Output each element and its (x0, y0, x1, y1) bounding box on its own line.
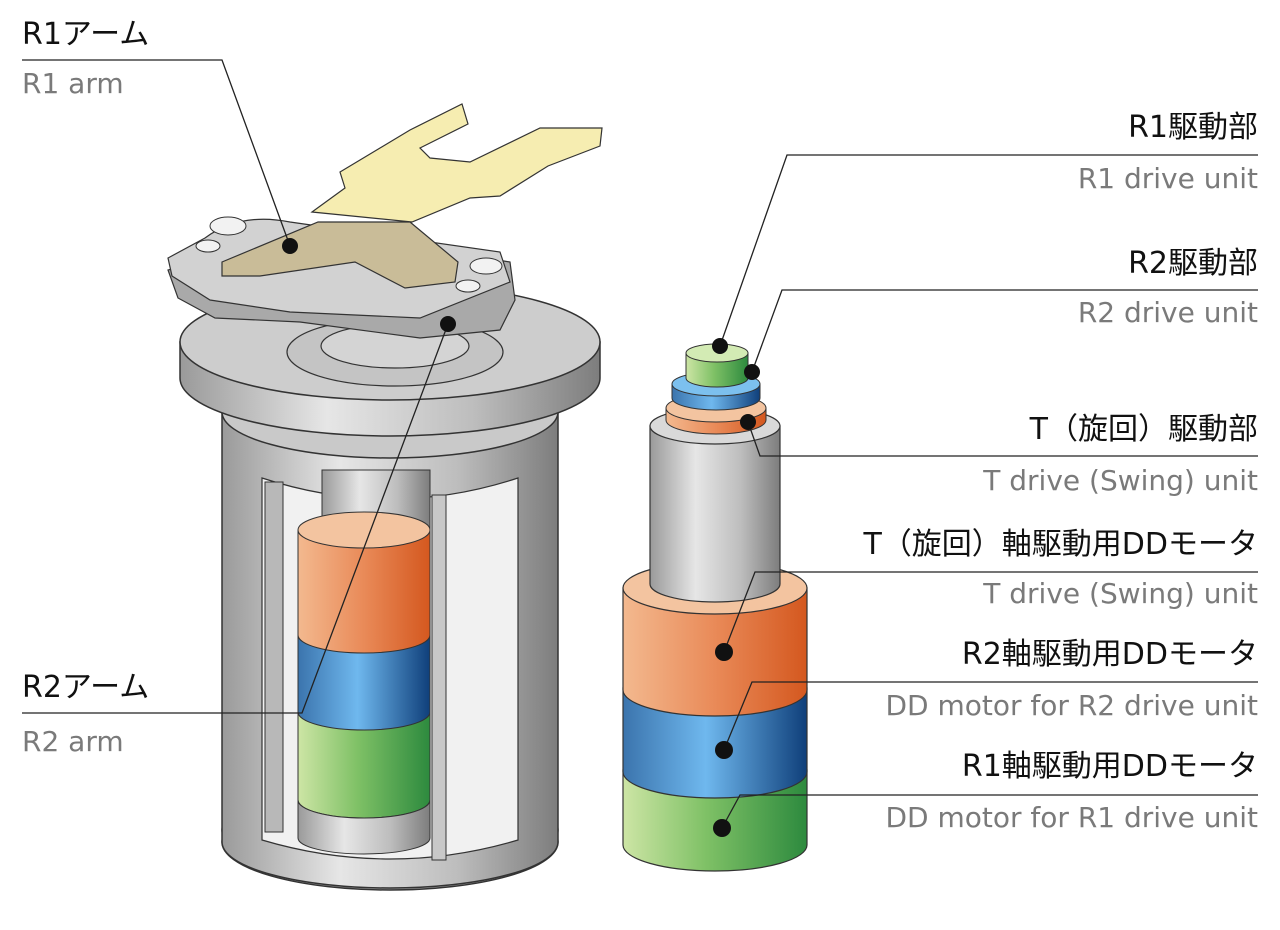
dot-r2-arm (440, 316, 456, 332)
label-r2-arm-en: R2 arm (22, 725, 124, 758)
label-r2-arm-jp: R2アーム (22, 670, 150, 705)
dot-r1-arm (282, 238, 298, 254)
label-t-motor-jp: T（旋回）軸駆動用DDモータ (863, 527, 1258, 562)
leader-r1-drive (719, 154, 1258, 347)
r1-drive-cap (685, 352, 749, 388)
label-r1-motor-jp: R1軸駆動用DDモータ (961, 749, 1258, 784)
r2-motor-shape (622, 687, 808, 799)
leader-lines (22, 59, 1258, 829)
label-r1-drive-jp: R1駆動部 (1128, 110, 1258, 145)
label-r1-arm-en: R1 arm (22, 67, 124, 100)
label-r1-arm-jp: R1アーム (22, 17, 150, 52)
leader-r2-drive (751, 289, 1258, 373)
end-effector-fork (310, 103, 603, 223)
drive-unit-stack (622, 343, 808, 872)
label-t-drive-en: T drive (Swing) unit (983, 464, 1258, 497)
dot-r2-drive (744, 364, 760, 380)
leader-r1-motor (721, 794, 1258, 829)
dot-t-motor (715, 643, 733, 661)
dot-r1-drive (712, 338, 728, 354)
r1-arm-shape (221, 221, 459, 289)
label-r2-motor-en: DD motor for R2 drive unit (885, 689, 1258, 722)
inner-orange-motor (297, 529, 431, 654)
leader-r2-arm (22, 323, 449, 714)
leader-t-motor (723, 571, 1258, 653)
dot-r2-motor (715, 741, 733, 759)
dot-r1-motor (713, 819, 731, 837)
leader-r2-motor (723, 681, 1258, 751)
t-drive-shaft (649, 425, 781, 603)
housing-assembly (167, 103, 603, 891)
label-t-motor-en: T drive (Swing) unit (983, 577, 1258, 610)
callout-dots (282, 238, 760, 837)
label-r1-motor-en: DD motor for R1 drive unit (885, 801, 1258, 834)
dot-t-drive (740, 414, 756, 430)
label-r1-drive-en: R1 drive unit (1077, 162, 1258, 195)
label-t-drive-jp: T（旋回）駆動部 (1029, 412, 1258, 447)
leader-r1-arm (22, 59, 291, 247)
label-r2-drive-jp: R2駆動部 (1128, 246, 1258, 281)
inner-blue-motor (297, 631, 431, 731)
t-motor-shape (622, 587, 808, 717)
label-r2-drive-en: R2 drive unit (1077, 296, 1258, 329)
label-r2-motor-jp: R2軸駆動用DDモータ (961, 637, 1258, 672)
leader-t-drive (747, 421, 1258, 457)
